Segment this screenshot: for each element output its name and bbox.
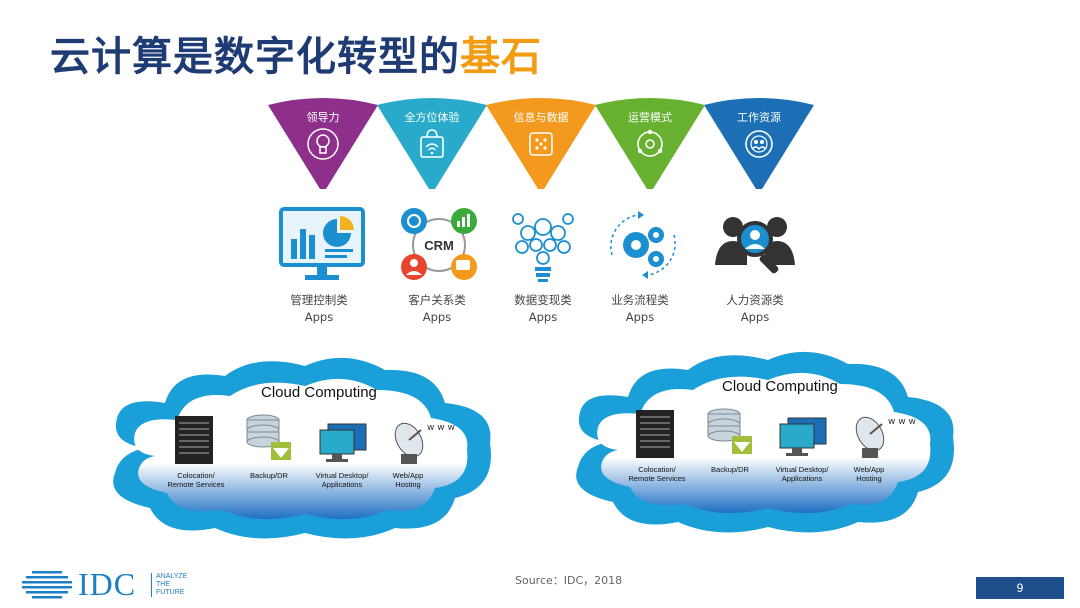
team-globe-icon [742, 127, 776, 161]
cloud-item-web-hosting: Web/App Hosting [373, 471, 443, 489]
source-note: Source：IDC，2018 [515, 572, 622, 588]
svg-text:w w w: w w w [427, 423, 455, 433]
logo-tagline: ANALYZE THE FUTURE [151, 573, 187, 597]
database-backup-icon [704, 406, 756, 458]
page-number: 9 [976, 577, 1064, 599]
cloud-item-backup: Backup/DR [695, 465, 765, 474]
shopping-bag-wifi-icon [415, 127, 449, 161]
server-rack-icon [173, 414, 215, 466]
virtual-desktop-icon [778, 416, 828, 458]
cloud-item-colocation: Colocation/ Remote Services [161, 471, 231, 489]
cloud-title: Cloud Computing [722, 378, 838, 395]
cloud-item-virtual-desktop: Virtual Desktop/ Applications [767, 465, 837, 483]
data-chip-icon [524, 127, 558, 161]
lightbulb-icon [306, 127, 340, 161]
cloud-item-backup: Backup/DR [234, 471, 304, 480]
crm-icon: CRM [394, 205, 484, 285]
idc-globe-icon [20, 569, 74, 599]
cloud-item-colocation: Colocation/ Remote Services [622, 465, 692, 483]
dashboard-monitor-icon [277, 205, 367, 285]
cloud-item-virtual-desktop: Virtual Desktop/ Applications [307, 471, 377, 489]
idea-bulb-icon [498, 205, 588, 285]
cloud-item-web-hosting: Web/App Hosting [834, 465, 904, 483]
cloud-computing-right: Cloud Computing w w w Colocation/ Remote… [568, 342, 963, 542]
title-main: 云计算是数字化转型的 [50, 34, 460, 80]
virtual-desktop-icon [318, 422, 368, 464]
crm-badge: CRM [424, 238, 454, 253]
title-highlight: 基石 [460, 34, 542, 80]
cloud-computing-left: Cloud Computing w w w Colocation/ Remote… [105, 348, 500, 548]
server-rack-icon [634, 408, 676, 460]
svg-text:w w w: w w w [888, 417, 916, 427]
satellite-dish-icon: w w w [852, 410, 922, 460]
operations-cycle-icon [633, 127, 667, 161]
wedge-label: 工作资源 [704, 109, 814, 125]
wedge-label: 信息与数据 [486, 109, 596, 125]
wedge-label: 运营模式 [595, 109, 705, 125]
logo-text: IDC [78, 566, 136, 603]
cloud-title: Cloud Computing [261, 384, 377, 401]
wedge-label: 领导力 [268, 109, 378, 125]
wedge-data: 信息与数据 [486, 97, 596, 189]
idc-logo: IDC ANALYZE THE FUTURE [20, 566, 200, 602]
wedge-workforce: 工作资源 [704, 97, 814, 189]
wedge-experience: 全方位体验 [377, 97, 487, 189]
wedge-operations: 运营模式 [595, 97, 705, 189]
page-title: 云计算是数字化转型的基石 [50, 24, 542, 82]
people-search-icon [711, 205, 801, 285]
wedge-label: 全方位体验 [377, 109, 487, 125]
gears-cycle-icon [598, 205, 688, 285]
wedge-leadership: 领导力 [268, 97, 378, 189]
satellite-dish-icon: w w w [391, 416, 461, 466]
database-backup-icon [243, 412, 295, 464]
